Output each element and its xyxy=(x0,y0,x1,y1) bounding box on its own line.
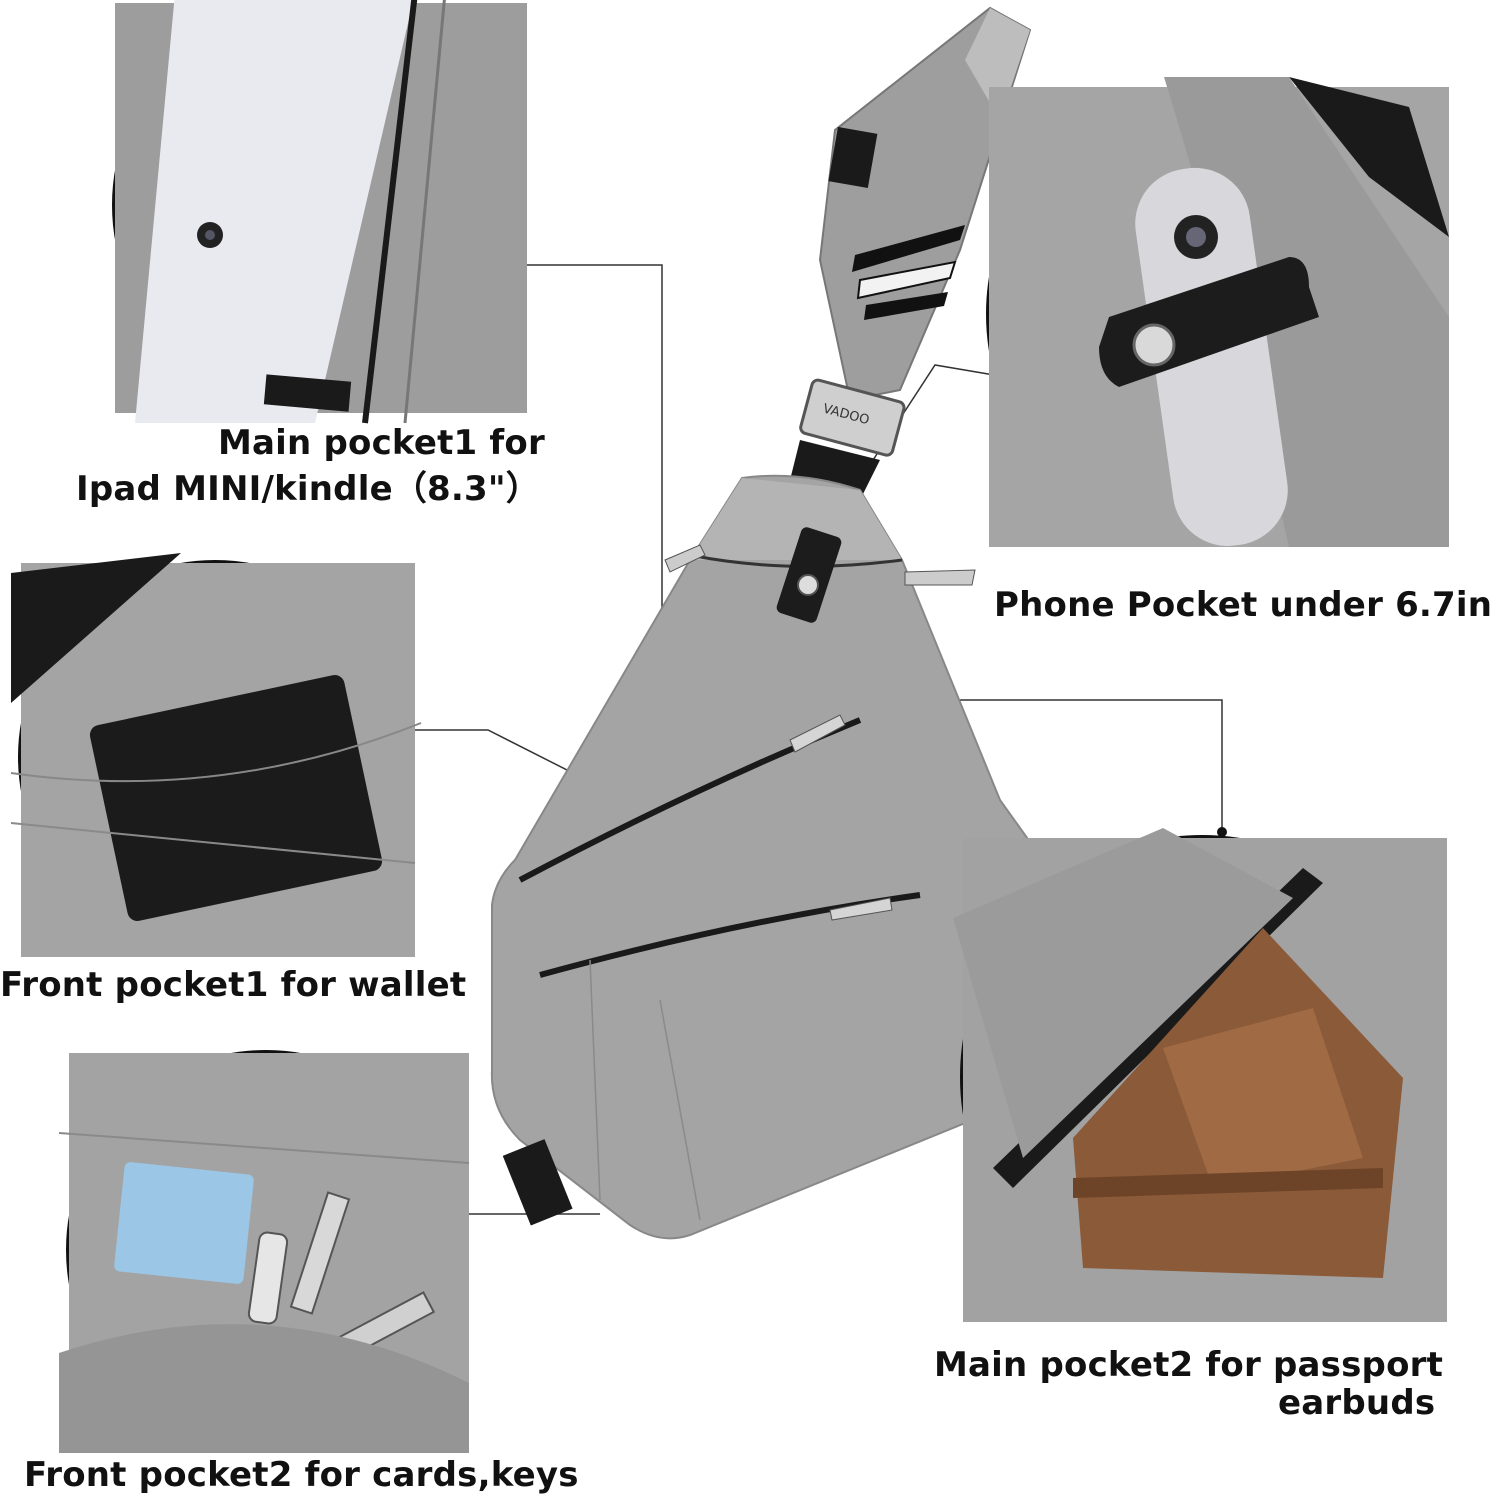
detail-circle-main-pocket2 xyxy=(953,828,1447,1322)
detail-circle-main-pocket1 xyxy=(112,0,527,424)
key-icon xyxy=(247,1231,289,1325)
label-front-pocket1: Front pocket1 for wallet xyxy=(0,965,467,1005)
blue-card-image xyxy=(114,1162,254,1284)
phone-image xyxy=(1135,167,1288,546)
detail-circle-front-pocket2 xyxy=(58,1050,470,1453)
black-wallet-image xyxy=(89,675,383,921)
bottom-strap-clip xyxy=(502,1139,573,1226)
detail-circle-phone-pocket xyxy=(986,77,1449,547)
label-front-pocket2: Front pocket2 for cards,keys xyxy=(24,1455,579,1495)
detail-circle-front-pocket1 xyxy=(10,553,422,957)
tablet-image xyxy=(135,0,414,423)
label-main-pocket1-line1: Main pocket1 for xyxy=(218,423,545,463)
strap-clip xyxy=(828,126,878,189)
label-main-pocket2-line1: Main pocket2 for passport xyxy=(934,1345,1444,1385)
label-main-pocket1-line2: Ipad MINI/kindle（8.3"） xyxy=(76,469,540,509)
label-phone-pocket: Phone Pocket under 6.7in xyxy=(994,585,1492,625)
strap-buckle xyxy=(799,378,906,457)
label-main-pocket2-line2: earbuds xyxy=(1278,1383,1436,1423)
shoulder-strap xyxy=(818,6,1032,402)
